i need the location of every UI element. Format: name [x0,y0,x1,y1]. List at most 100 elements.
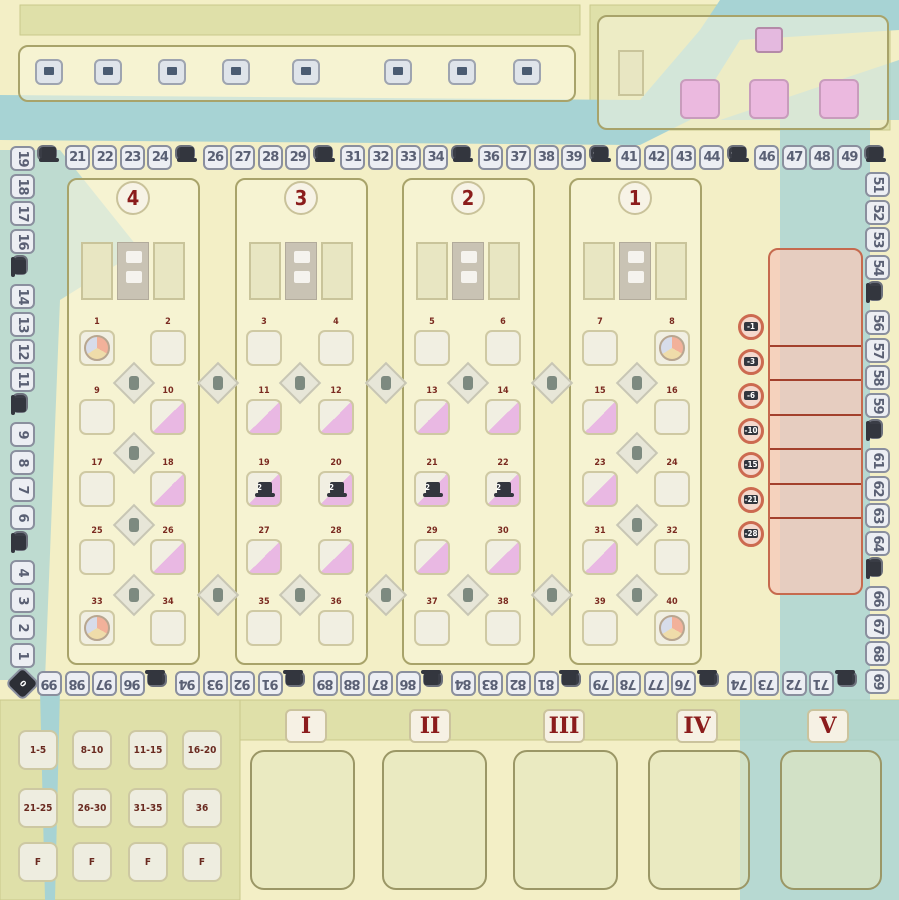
banner-slot [655,242,687,300]
pink-slot[interactable] [680,79,720,119]
lot-cell[interactable] [582,330,618,366]
lot-cell[interactable] [79,471,115,507]
range-tile[interactable]: F [182,842,222,882]
building-tile[interactable] [94,59,122,85]
score-track-cell: 95 [147,670,168,687]
lot-cell[interactable] [654,471,690,507]
range-tile[interactable]: 16-20 [182,730,222,770]
score-track-cell: 2 [9,615,35,641]
building-tile[interactable] [448,59,476,85]
score-track-cell: 76 [671,670,697,696]
lot-cell[interactable] [485,539,521,575]
lot-cell[interactable] [318,610,354,646]
lot-number: 6 [500,317,506,327]
top-hat-icon [255,482,275,498]
phase-area[interactable] [382,750,487,890]
flag-icon [285,242,317,300]
pink-slot[interactable] [749,79,789,119]
phase-area[interactable] [250,750,355,890]
range-tile[interactable]: F [18,842,58,882]
lot-number: 5 [429,317,435,327]
building-tile[interactable] [513,59,541,85]
lot-cell[interactable] [150,471,186,507]
range-tile[interactable]: 1-5 [18,730,58,770]
lot-cell[interactable] [414,399,450,435]
score-track-cell: 83 [478,670,504,696]
lot-cell[interactable] [318,539,354,575]
penalty-hat: -1 [738,314,764,340]
building-tile[interactable] [158,59,186,85]
lot-number: 35 [258,597,270,607]
score-track-cell: 54 [864,254,890,280]
lot-number: 16 [666,386,678,396]
score-track-cell: 84 [450,670,476,696]
lot-cell[interactable] [246,330,282,366]
lot-cell[interactable] [79,610,115,646]
range-tile[interactable]: F [72,842,112,882]
penalty-value: -15 [744,460,758,469]
lot-cell[interactable] [79,330,115,366]
score-track-cell: 58 [864,365,890,391]
building-tile[interactable] [384,59,412,85]
penalty-value: -21 [744,494,758,504]
lot-cell[interactable] [318,330,354,366]
lot-number: 23 [594,458,606,468]
lot-cell[interactable]: 2 [318,471,354,507]
lot-cell[interactable] [414,610,450,646]
lot-cell[interactable] [582,399,618,435]
lot-cell[interactable] [414,539,450,575]
score-track-cell: 15 [11,254,28,275]
score-track-cell: 93 [202,670,228,696]
pink-slot[interactable] [819,79,859,119]
lot-cell[interactable]: 2 [414,471,450,507]
score-track-cell: 88 [340,670,366,696]
lot-cell[interactable] [654,539,690,575]
score-track-cell: 49 [836,144,862,170]
score-track-cell: 65 [866,556,883,577]
lot-cell[interactable] [150,399,186,435]
lot-cell[interactable] [79,399,115,435]
score-track-cell: 60 [866,418,883,439]
lot-cell[interactable] [79,539,115,575]
score-track-cell: 35 [450,144,473,162]
lot-cell[interactable] [582,539,618,575]
lot-cell[interactable]: 2 [485,471,521,507]
lot-cell[interactable] [246,610,282,646]
range-tile[interactable]: 36 [182,788,222,828]
lot-cell[interactable] [485,610,521,646]
lot-cell[interactable] [246,539,282,575]
score-track-cell: 1 [9,642,35,668]
score-track-cell: 81 [533,670,559,696]
lot-cell[interactable] [150,539,186,575]
lot-cell[interactable] [485,399,521,435]
lot-cell[interactable]: 2 [246,471,282,507]
phase-area[interactable] [513,750,618,890]
range-tile[interactable]: 31-35 [128,788,168,828]
lot-number: 13 [426,386,438,396]
lot-number: 34 [162,597,174,607]
range-tile[interactable]: 21-25 [18,788,58,828]
lot-cell[interactable] [150,330,186,366]
score-track-cell: 66 [864,586,890,612]
lot-cell[interactable] [654,330,690,366]
range-tile[interactable]: 8-10 [72,730,112,770]
lot-cell[interactable] [246,399,282,435]
range-tile[interactable]: F [128,842,168,882]
range-tile[interactable]: 11-15 [128,730,168,770]
phase-area[interactable] [648,750,750,890]
lot-cell[interactable] [582,471,618,507]
building-tile[interactable] [292,59,320,85]
lot-cell[interactable] [318,399,354,435]
lot-cell[interactable] [654,610,690,646]
lot-cell[interactable] [485,330,521,366]
lot-cell[interactable] [414,330,450,366]
lot-cell[interactable] [150,610,186,646]
lot-cell[interactable] [654,399,690,435]
building-tile[interactable] [35,59,63,85]
phase-area[interactable] [780,750,882,890]
range-tile[interactable]: 26-30 [72,788,112,828]
score-track-cell: 45 [726,144,749,162]
building-tile[interactable] [222,59,250,85]
lot-cell[interactable] [582,610,618,646]
score-track-cell: 48 [809,144,835,170]
